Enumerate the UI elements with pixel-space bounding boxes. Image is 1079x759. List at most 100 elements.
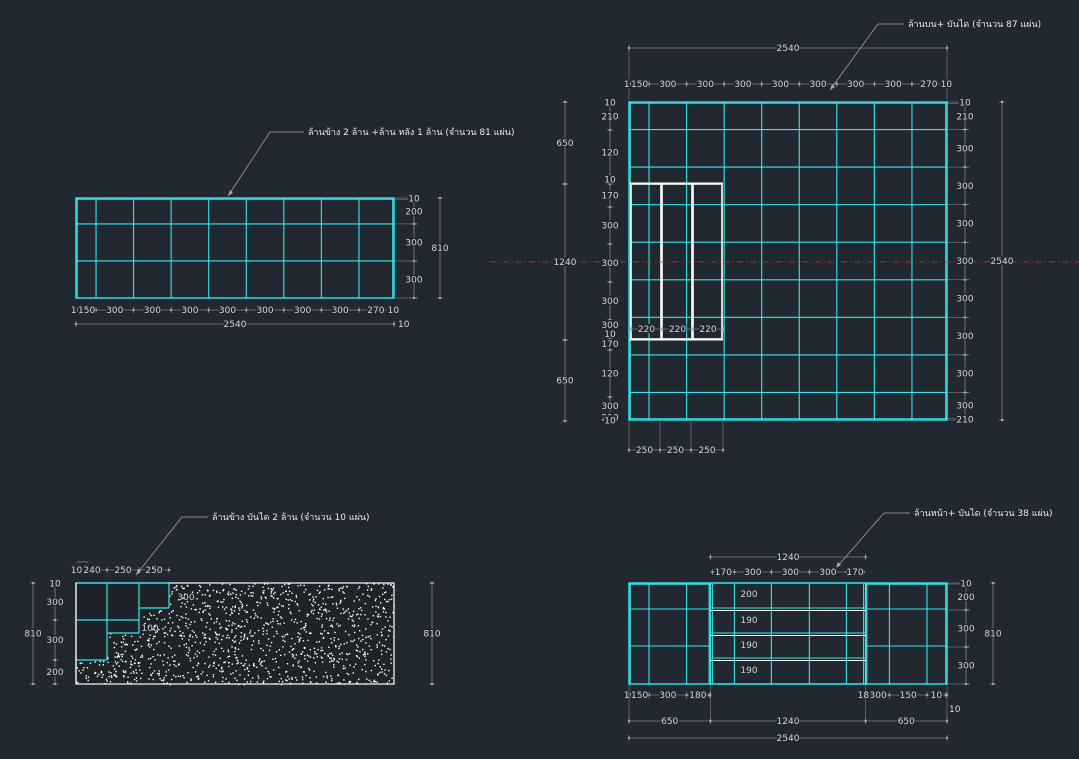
hatch-dot [328, 584, 330, 586]
hatch-dot [135, 677, 138, 679]
hatch-dot [188, 649, 191, 651]
hatch-dot [367, 618, 369, 620]
hatch-dot [338, 682, 340, 684]
label-bg [956, 331, 974, 341]
hatch-dot [231, 631, 233, 633]
hatch-dot [147, 658, 150, 660]
hatch-dot [114, 673, 116, 676]
hatch-dot [291, 676, 293, 679]
hatch-dot [228, 624, 230, 627]
dimension-node [721, 327, 725, 331]
stair-panel[interactable] [692, 183, 723, 340]
hatch-dot [344, 597, 346, 600]
hatch-dot [179, 675, 182, 678]
hatch-dot [152, 628, 154, 631]
hatch-dot [377, 674, 379, 676]
hatch-dot [283, 636, 285, 638]
hatch-dot [123, 676, 125, 678]
hatch-dot [246, 621, 248, 623]
hatch-dot [216, 638, 219, 640]
hatch-dot [280, 654, 282, 656]
label-bg [956, 111, 974, 121]
hatch-dot [120, 653, 122, 656]
view-side-back[interactable]: ล้านข้าง 2 ล้าน +ล้าน หลัง 1 ล้าน (จำนวน… [70, 127, 514, 330]
label-bg [869, 690, 887, 699]
hatch-dot [270, 595, 272, 597]
dimension-label: 300 [956, 182, 973, 192]
hatch-dot [322, 597, 324, 600]
hatch-dot [218, 633, 221, 636]
hatch-dot [383, 673, 386, 675]
hatch-dot [181, 635, 183, 637]
label-bg [46, 667, 64, 676]
hatch-dot [353, 625, 355, 628]
hatch-dot [375, 605, 377, 607]
hatch-dot [231, 597, 234, 599]
hatch-dot [355, 649, 357, 651]
hatch-dot [100, 672, 102, 674]
hatch-dot [328, 588, 331, 590]
hatch-dot [185, 654, 188, 656]
hatch-dot [189, 623, 191, 626]
hatch-dot [285, 590, 287, 592]
hatch-dot [107, 656, 109, 659]
hatch-dot [370, 588, 373, 590]
hatch-dot [391, 677, 393, 679]
hatch-dot [94, 672, 96, 675]
hatch-dot [367, 653, 369, 655]
hatch-dot [328, 610, 330, 612]
hatch-dot [327, 588, 329, 590]
hatch-dot [244, 592, 246, 594]
hatch-dot [244, 609, 246, 612]
stair-panel[interactable] [661, 183, 693, 340]
hatch-dot [225, 627, 227, 629]
hatch-dot [318, 618, 321, 620]
hatch-dot [146, 639, 149, 641]
hatch-dot [247, 674, 250, 676]
hatch-dot [100, 670, 103, 673]
hatch-dot [183, 635, 185, 637]
hatch-dot [170, 603, 172, 606]
hatch-dot [295, 594, 297, 597]
hatch-dot [260, 598, 263, 600]
hatch-dot [333, 617, 335, 619]
hatch-dot [301, 651, 304, 653]
hatch-dot [327, 655, 329, 657]
hatch-dot [321, 626, 323, 628]
hatch-dot [196, 650, 199, 652]
hatch-dot [265, 597, 267, 599]
hatch-dot [185, 643, 188, 645]
label-bg [990, 256, 1014, 265]
stair-panel[interactable] [630, 183, 662, 340]
dimension-node [608, 395, 612, 399]
hatch-dot [176, 585, 178, 587]
hatch-dot [178, 664, 180, 666]
hatch-dot [197, 675, 199, 677]
hatch-dot [149, 634, 151, 636]
dimension-label: 180 [689, 691, 706, 701]
hatch-dot [213, 650, 215, 653]
hatch-dot [329, 625, 332, 627]
hatch-dot [217, 600, 219, 602]
label-bg [601, 368, 619, 378]
hatch-dot [267, 587, 270, 590]
hatch-dot [358, 637, 360, 640]
hatch-dot [271, 626, 273, 628]
hatch-dot [201, 619, 203, 622]
hatch-dot [216, 634, 219, 636]
hatch-dot [377, 606, 380, 608]
hatch-dot [264, 596, 267, 598]
hatch-dot [351, 624, 354, 627]
dimension-label: 300 [256, 306, 273, 316]
label-bg [984, 628, 1002, 638]
hatch-dot [285, 598, 287, 600]
hatch-dot [385, 611, 387, 614]
annotation-label: ล้านบน+ บันได (จำนวน 87 แผ่น) [908, 19, 1041, 30]
hatch-dot [258, 642, 260, 644]
hatch-dot [323, 630, 326, 632]
hatch-dot [108, 676, 110, 678]
